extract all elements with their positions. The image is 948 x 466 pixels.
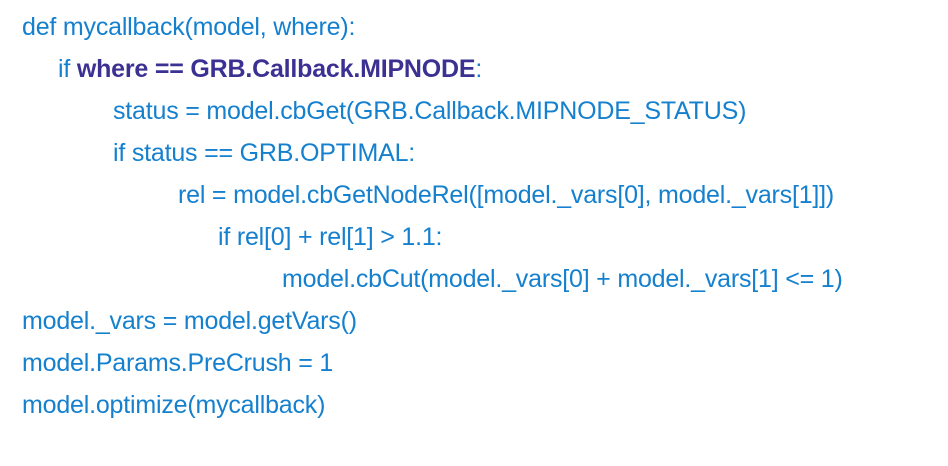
code-token: model.cbCut(model._vars[0] + model._vars… [282, 265, 843, 293]
code-line: model._vars = model.getVars() [0, 300, 948, 342]
code-token: rel = model.cbGetNodeRel([model._vars[0]… [178, 181, 835, 209]
code-token: if rel[0] + rel[1] > 1.1: [218, 223, 443, 251]
code-token: model._vars = model.getVars() [22, 307, 357, 335]
code-line: model.Params.PreCrush = 1 [0, 342, 948, 384]
code-line: if where == GRB.Callback.MIPNODE: [0, 48, 948, 90]
code-line: if rel[0] + rel[1] > 1.1: [0, 216, 948, 258]
code-token: if [58, 55, 77, 83]
code-line: def mycallback(model, where): [0, 6, 948, 48]
code-line: rel = model.cbGetNodeRel([model._vars[0]… [0, 174, 948, 216]
code-token: if status == GRB.OPTIMAL: [113, 139, 416, 167]
code-token-highlight: where == GRB.Callback.MIPNODE [76, 55, 476, 83]
code-token: status = model.cbGet(GRB.Callback.MIPNOD… [113, 97, 747, 125]
code-line: if status == GRB.OPTIMAL: [0, 132, 948, 174]
code-token: model.Params.PreCrush = 1 [22, 349, 334, 377]
code-block: def mycallback(model, where): if where ==… [0, 6, 948, 426]
code-line: status = model.cbGet(GRB.Callback.MIPNOD… [0, 90, 948, 132]
code-token: def mycallback(model, where): [22, 13, 356, 41]
code-line: model.optimize(mycallback) [0, 384, 948, 426]
code-token: model.optimize(mycallback) [22, 391, 326, 419]
code-line: model.cbCut(model._vars[0] + model._vars… [0, 258, 948, 300]
code-token: : [475, 55, 483, 83]
